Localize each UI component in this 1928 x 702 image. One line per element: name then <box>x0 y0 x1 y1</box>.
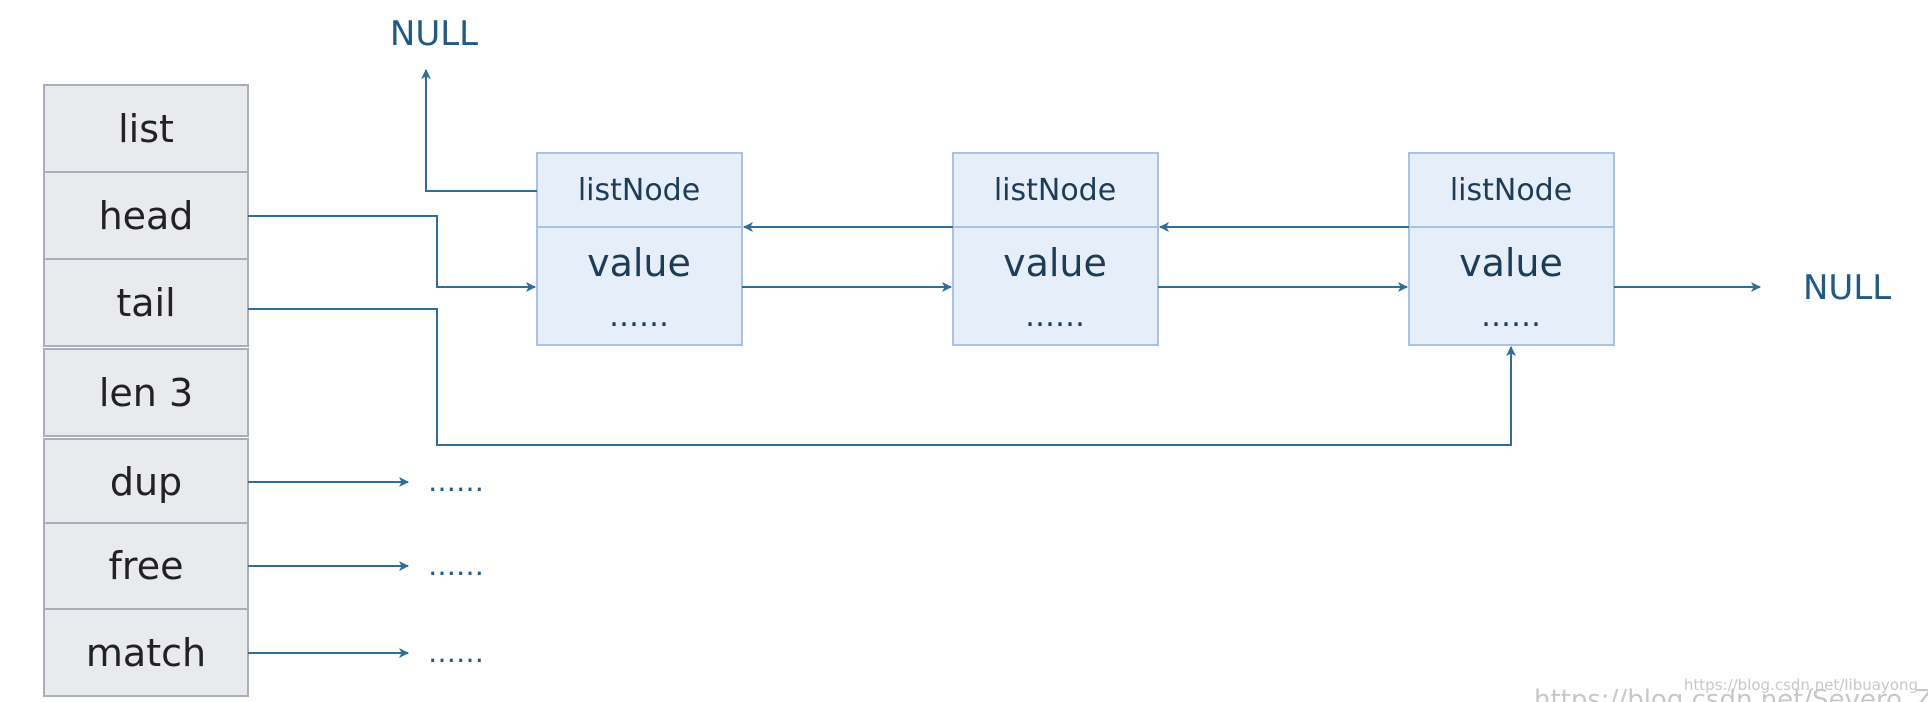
field-match-label: match <box>86 631 206 675</box>
null-prev-label: NULL <box>390 14 478 54</box>
node-1-value: value <box>587 241 691 285</box>
node-1-more: …… <box>609 299 669 334</box>
node-2-more: …… <box>1025 299 1085 334</box>
connectors <box>248 69 1761 658</box>
null-next-label: NULL <box>1803 268 1891 308</box>
field-head-label: head <box>99 194 194 238</box>
list-node-3: listNode value …… <box>1408 152 1615 346</box>
list-node-2: listNode value …… <box>952 152 1159 346</box>
tail-pointer-arrow <box>248 308 1516 446</box>
match-target-label: …… <box>428 636 484 669</box>
free-cell <box>43 522 249 610</box>
node-2-header <box>952 152 1159 228</box>
node-1-title: listNode <box>578 173 700 208</box>
node-3-body <box>1408 226 1615 346</box>
field-len-label: len 3 <box>99 371 193 415</box>
field-free-label: free <box>109 544 184 588</box>
dup-target-label: …… <box>428 465 484 498</box>
node-1-body <box>536 226 743 346</box>
node-2-value: value <box>1003 241 1107 285</box>
node-3-title: listNode <box>1450 173 1572 208</box>
tail-cell <box>43 258 249 347</box>
node-3-header <box>1408 152 1615 228</box>
node-3-more: …… <box>1481 299 1541 334</box>
head-cell <box>43 171 249 260</box>
watermark-large: https://blog.csdn.net/Severo_Zhou <box>1534 685 1928 702</box>
match-cell <box>43 608 249 697</box>
field-dup-label: dup <box>110 460 182 504</box>
node-2-title: listNode <box>994 173 1116 208</box>
list-cell <box>43 84 249 173</box>
field-list-label: list <box>118 107 174 151</box>
node-3-value: value <box>1459 241 1563 285</box>
len-cell <box>43 348 249 437</box>
watermark-small: https://blog.csdn.net/libuayong <box>1684 676 1918 694</box>
free-target-label: …… <box>428 549 484 582</box>
head-pointer-arrow <box>248 215 536 292</box>
field-tail-label: tail <box>116 281 175 325</box>
node-1-prev-arrow <box>421 69 537 192</box>
list-struct: list head tail len 3 dup free match <box>43 84 249 697</box>
list-node-1: listNode value …… <box>536 152 743 346</box>
